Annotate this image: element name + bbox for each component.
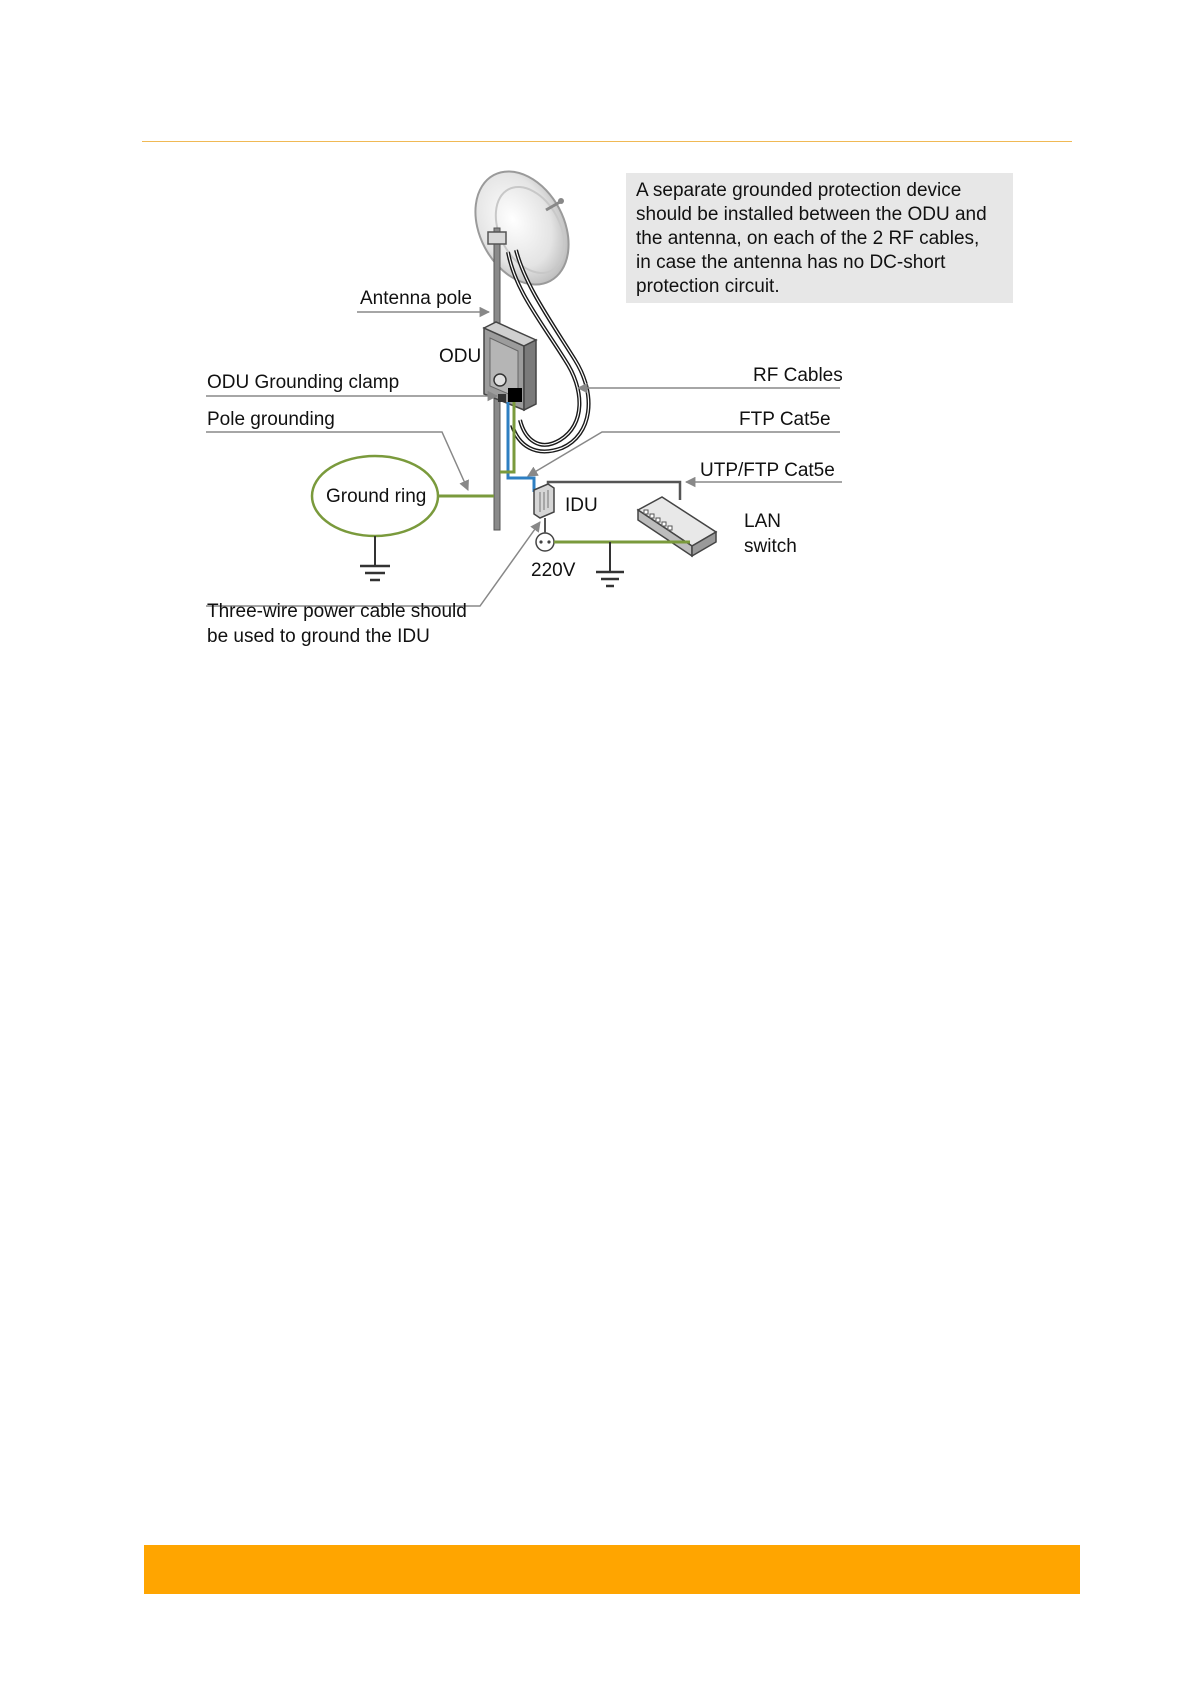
note-line-1: A separate grounded protection device	[636, 180, 962, 201]
label-lan-switch-1: LAN	[744, 511, 781, 532]
lan-switch-icon	[636, 496, 718, 558]
note-line-2: should be installed between the ODU and	[636, 204, 987, 225]
earth-ground-icon-2	[596, 570, 624, 588]
label-pole-grounding: Pole grounding	[207, 409, 335, 430]
antenna-dish-icon	[474, 170, 570, 286]
leader-lines	[206, 306, 842, 607]
utp-ftp-cat5e-cable	[546, 480, 682, 500]
label-power-note-2: be used to ground the IDU	[207, 626, 430, 647]
ftp-cat5e-cable	[506, 402, 536, 492]
protection-note: A separate grounded protection device sh…	[626, 173, 1013, 303]
label-power-note-1: Three-wire power cable should	[207, 601, 467, 622]
label-odu-grounding-clamp: ODU Grounding clamp	[207, 372, 400, 393]
label-idu: IDU	[565, 495, 598, 516]
idu-unit-icon	[533, 483, 555, 519]
label-ftp-cat5e: FTP Cat5e	[739, 409, 831, 430]
note-line-5: protection circuit.	[636, 276, 780, 297]
note-line-3: the antenna, on each of the 2 RF cables,	[636, 228, 980, 249]
odu-ground-strap	[500, 402, 516, 474]
odu-unit-icon	[482, 321, 538, 412]
label-voltage: 220V	[531, 560, 576, 581]
header-rule	[142, 141, 1072, 142]
odu-grounding-clamp-icon	[498, 394, 506, 402]
pole-clamp-icon	[487, 231, 507, 245]
label-utp-ftp-cat5e: UTP/FTP Cat5e	[700, 460, 835, 481]
label-rf-cables: RF Cables	[753, 365, 843, 386]
label-lan-switch-2: switch	[744, 536, 797, 557]
note-line-4: in case the antenna has no DC-short	[636, 252, 946, 273]
label-antenna-pole: Antenna pole	[360, 288, 472, 309]
earth-ground-icon	[360, 564, 390, 582]
label-odu: ODU	[439, 346, 482, 367]
footer-bar	[144, 1545, 1080, 1594]
power-outlet-icon	[535, 532, 555, 552]
label-ground-ring: Ground ring	[326, 486, 427, 507]
